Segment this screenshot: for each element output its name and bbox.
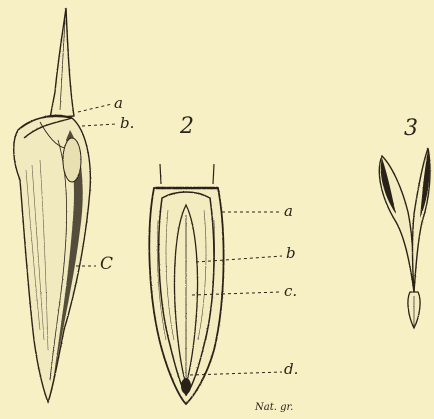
figure-2-section — [149, 164, 223, 404]
figure-3-number: 3 — [404, 118, 418, 140]
figure-1-seed — [14, 8, 91, 402]
fig2-label-c: c. — [284, 284, 297, 299]
scale-note: Nat. gr. — [255, 403, 293, 413]
fig1-label-b: b. — [120, 116, 134, 131]
fig1-label-c: C — [100, 256, 113, 273]
fig2-label-a: a — [284, 204, 293, 219]
fig1-label-a: a — [114, 96, 123, 111]
fig2-label-d: d. — [284, 362, 298, 377]
figure-2-number: 2 — [180, 116, 194, 138]
figure-3-winged-pair — [379, 148, 430, 328]
fig2-label-b: b — [286, 246, 296, 261]
